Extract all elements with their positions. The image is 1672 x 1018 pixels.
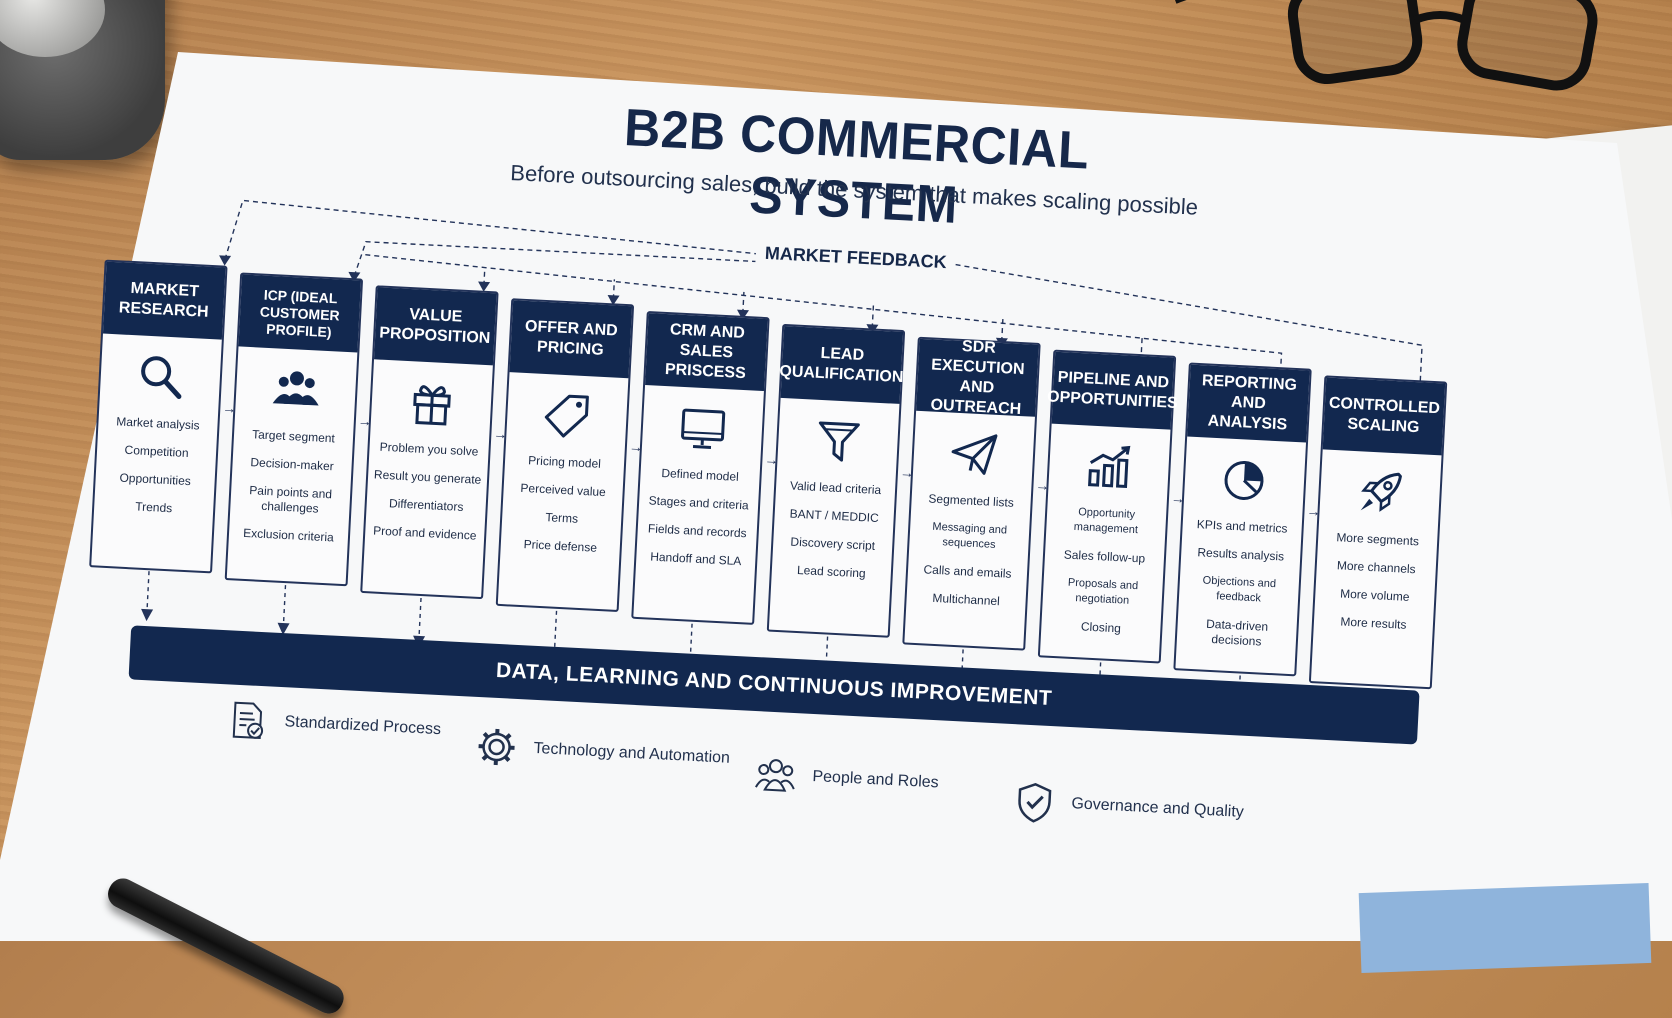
- stage-item: Proof and evidence: [372, 523, 477, 543]
- stage-item: More volume: [1339, 586, 1410, 604]
- stage-card-sdr-execution: SDR EXECUTION AND OUTREACH Segmented lis…: [902, 336, 1041, 651]
- stage-card-crm: CRM AND SALES PRISCESS Defined model Sta…: [631, 311, 770, 625]
- pillar-label: Technology and Automation: [533, 739, 731, 767]
- stage-title: SDR EXECUTION AND OUTREACH: [916, 338, 1039, 418]
- rocket-icon: [1319, 449, 1442, 535]
- plant-pot: [0, 0, 165, 160]
- stage-item: Perceived value: [520, 480, 607, 500]
- stage-title: CONTROLLED SCALING: [1322, 377, 1446, 456]
- stage-item: Discovery script: [790, 534, 876, 553]
- stage-card-pipeline: PIPELINE AND OPPORTUNITIES Opportunity m…: [1037, 349, 1178, 664]
- stage-item: More channels: [1336, 558, 1416, 577]
- pillar-governance: Governance and Quality: [1012, 780, 1244, 834]
- stage-item: Closing: [1080, 619, 1122, 636]
- stage-item: Calls and emails: [923, 562, 1012, 581]
- stage-item: Lead scoring: [796, 562, 867, 581]
- flow-arrow: →: [1306, 502, 1321, 520]
- stage-item: Objections and feedback: [1202, 574, 1277, 605]
- stage-item: BANT / MEDDIC: [789, 506, 880, 526]
- stage-item: Competition: [124, 442, 189, 461]
- stage-item: Opportunity management: [1073, 506, 1139, 537]
- stage-title: PIPELINE AND OPPORTUNITIES: [1047, 351, 1178, 430]
- pillar-technology: Technology and Automation: [475, 725, 731, 780]
- paper-plane-icon: [912, 411, 1035, 497]
- pillar-standardized-process: Standardized Process: [226, 698, 442, 751]
- flow-arrow: →: [899, 464, 915, 481]
- stage-title: OFFER AND PRICING: [509, 300, 633, 379]
- gear-icon: [478, 728, 515, 766]
- stage-card-reporting: REPORTING AND ANALYSIS KPIs and metrics …: [1173, 362, 1312, 677]
- stage-card-value-proposition: VALUE PROPOSITION Problem you solve Resu…: [360, 285, 499, 600]
- monitor-icon: [641, 385, 764, 471]
- stage-item: More results: [1340, 614, 1407, 632]
- stage-item: Exclusion criteria: [242, 525, 335, 545]
- flow-arrow: →: [493, 425, 508, 443]
- stage-item: Handoff and SLA: [649, 549, 742, 569]
- document-check-icon: [232, 701, 264, 740]
- stage-item: Pain points and challenges: [249, 483, 333, 516]
- flow-arrow: →: [764, 451, 779, 468]
- gift-icon: [370, 359, 493, 445]
- flow-arrow: →: [628, 438, 644, 456]
- stage-title: MARKET RESEARCH: [102, 261, 226, 340]
- sticky-note: [1358, 882, 1652, 974]
- diagram: B2B COMMERCIAL SYSTEM Before outsourcing…: [89, 98, 1448, 834]
- pillar-label: People and Roles: [812, 768, 940, 792]
- stage-title: CRM AND SALES PRISCESS: [645, 313, 768, 392]
- stage-item: Price defense: [523, 537, 598, 555]
- stage-title: VALUE PROPOSITION: [374, 287, 497, 366]
- stage-item: Fields and records: [647, 521, 747, 541]
- stage-item: Terms: [545, 510, 579, 526]
- flow-arrow: →: [1170, 489, 1186, 507]
- people-icon: [234, 346, 357, 432]
- stage-item: Multichannel: [932, 590, 1001, 609]
- stage-item: Stages and criteria: [648, 493, 750, 513]
- stage-title: ICP (IDEAL CUSTOMER PROFILE): [238, 274, 361, 353]
- stage-card-offer-pricing: OFFER AND PRICING Pricing model Perceive…: [495, 298, 635, 612]
- funnel-icon: [777, 398, 900, 484]
- stage-item: Messaging and sequences: [932, 520, 1008, 551]
- team-icon: [755, 759, 795, 792]
- price-tag-icon: [506, 372, 629, 458]
- stage-item: Sales follow-up: [1063, 547, 1146, 566]
- stage-item: Decision-maker: [250, 455, 335, 474]
- stage-item: Data-driven decisions: [1205, 616, 1269, 649]
- magnifier-icon: [99, 334, 222, 420]
- growth-chart-icon: [1048, 424, 1171, 510]
- stage-title: REPORTING AND ANALYSIS: [1187, 364, 1310, 443]
- stage-item: Opportunities: [119, 470, 192, 489]
- stage-card-controlled-scaling: CONTROLLED SCALING More segments More ch…: [1308, 375, 1448, 690]
- stage-item: Proposals and negotiation: [1067, 576, 1139, 607]
- shield-check-icon: [1018, 782, 1052, 823]
- stage-item: Result you generate: [373, 467, 482, 487]
- stage-item: Trends: [134, 499, 173, 516]
- stage-title: LEAD QUALIFICATION: [779, 326, 904, 404]
- eyeglasses: [1175, 0, 1598, 91]
- stage-card-market-research: MARKET RESEARCH Market analysis Competit…: [89, 259, 228, 574]
- flow-arrow: →: [1035, 476, 1050, 494]
- pillar-label: Governance and Quality: [1071, 795, 1245, 821]
- pillar-label: Standardized Process: [284, 713, 442, 739]
- flow-arrow: →: [357, 412, 373, 430]
- stage-item: Results analysis: [1197, 545, 1285, 564]
- pillar-people-roles: People and Roles: [753, 753, 939, 804]
- pie-chart-icon: [1183, 437, 1306, 523]
- flow-arrow: →: [221, 399, 237, 417]
- stage-card-icp: ICP (IDEAL CUSTOMER PROFILE) Target segm…: [224, 272, 364, 587]
- stage-card-lead-qualification: LEAD QUALIFICATION Valid lead criteria B…: [766, 323, 906, 638]
- stage-item: Differentiators: [388, 496, 464, 514]
